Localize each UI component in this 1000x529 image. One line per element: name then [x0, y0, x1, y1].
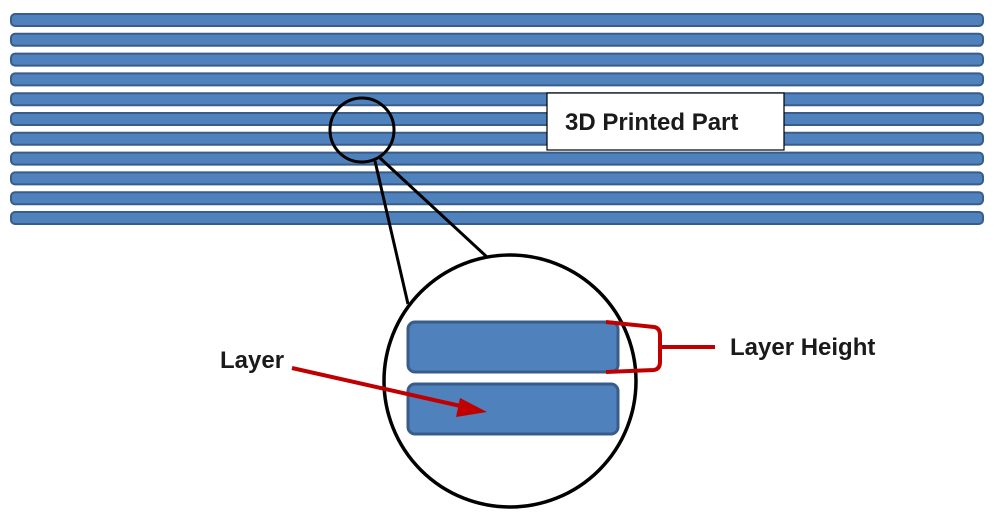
- part-layer: [10, 32, 984, 47]
- magnifier-large-circle: [382, 253, 638, 509]
- magnifier-connector-left: [373, 160, 410, 305]
- part-layer: [10, 131, 984, 146]
- layer-label: Layer: [220, 347, 284, 374]
- magnifier-connector-right: [378, 156, 489, 259]
- part-layer: [10, 92, 984, 107]
- part-layer: [10, 112, 984, 126]
- part-layer: [10, 171, 984, 186]
- part-layer: [10, 151, 984, 166]
- part-layer: [10, 52, 984, 67]
- part-layer: [10, 191, 984, 206]
- magnified-layer-bottom: [406, 382, 620, 436]
- magnifier-small-circle: [328, 96, 396, 164]
- layer-height-label: Layer Height: [730, 334, 875, 361]
- part-label: 3D Printed Part: [565, 109, 738, 136]
- part-layer: [10, 13, 984, 27]
- printed-part-layer-stack: [10, 13, 984, 225]
- magnified-layer-top: [406, 320, 620, 374]
- layer-arrow-head: [456, 398, 487, 417]
- part-label-box: [546, 92, 785, 151]
- part-layer: [10, 72, 984, 87]
- layer-arrow-shaft: [291, 366, 466, 409]
- layer-height-bracket: [605, 320, 715, 374]
- part-layer: [10, 211, 984, 225]
